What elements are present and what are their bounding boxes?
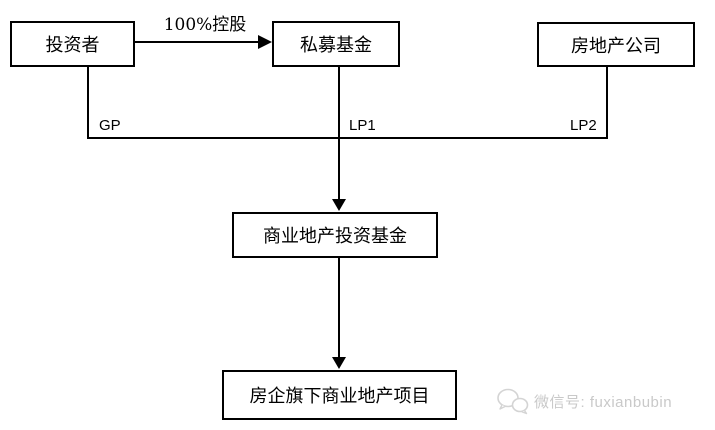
watermark-text: 微信号: fuxianbubin bbox=[534, 393, 673, 411]
node-real-estate-company: 房地产公司 bbox=[537, 22, 695, 67]
edge-investor-to-private-fund bbox=[135, 41, 259, 43]
watermark: 微信号: fuxianbubin bbox=[496, 387, 672, 415]
node-investor: 投资者 bbox=[10, 21, 135, 67]
edge-bracket-horizontal bbox=[87, 137, 608, 139]
edge-label-100-percent-holding: 100%控股 bbox=[163, 15, 247, 35]
node-commercial-project-label: 房企旗下商业地产项目 bbox=[249, 386, 430, 407]
node-commercial-project: 房企旗下商业地产项目 bbox=[222, 370, 457, 420]
edge-developer-lp2-vertical bbox=[606, 67, 608, 139]
edge-investor-gp-vertical bbox=[87, 67, 89, 139]
node-private-fund: 私募基金 bbox=[272, 21, 400, 67]
edge-private-fund-lp1-vertical bbox=[338, 67, 340, 200]
node-private-fund-label: 私募基金 bbox=[300, 35, 372, 56]
wechat-icon bbox=[497, 388, 529, 415]
edge-fund-to-project-vertical bbox=[338, 258, 340, 358]
arrowhead-right-icon bbox=[258, 35, 272, 49]
edge-label-lp1: LP1 bbox=[349, 117, 376, 134]
node-commercial-real-estate-fund-label: 商业地产投资基金 bbox=[263, 226, 407, 247]
node-commercial-real-estate-fund: 商业地产投资基金 bbox=[232, 212, 438, 258]
arrowhead-down-icon bbox=[332, 199, 346, 211]
arrowhead-down-icon bbox=[332, 357, 346, 369]
node-investor-label: 投资者 bbox=[45, 35, 100, 56]
edge-label-gp: GP bbox=[99, 117, 121, 134]
edge-label-lp2: LP2 bbox=[570, 117, 597, 134]
node-real-estate-company-label: 房地产公司 bbox=[571, 35, 661, 57]
